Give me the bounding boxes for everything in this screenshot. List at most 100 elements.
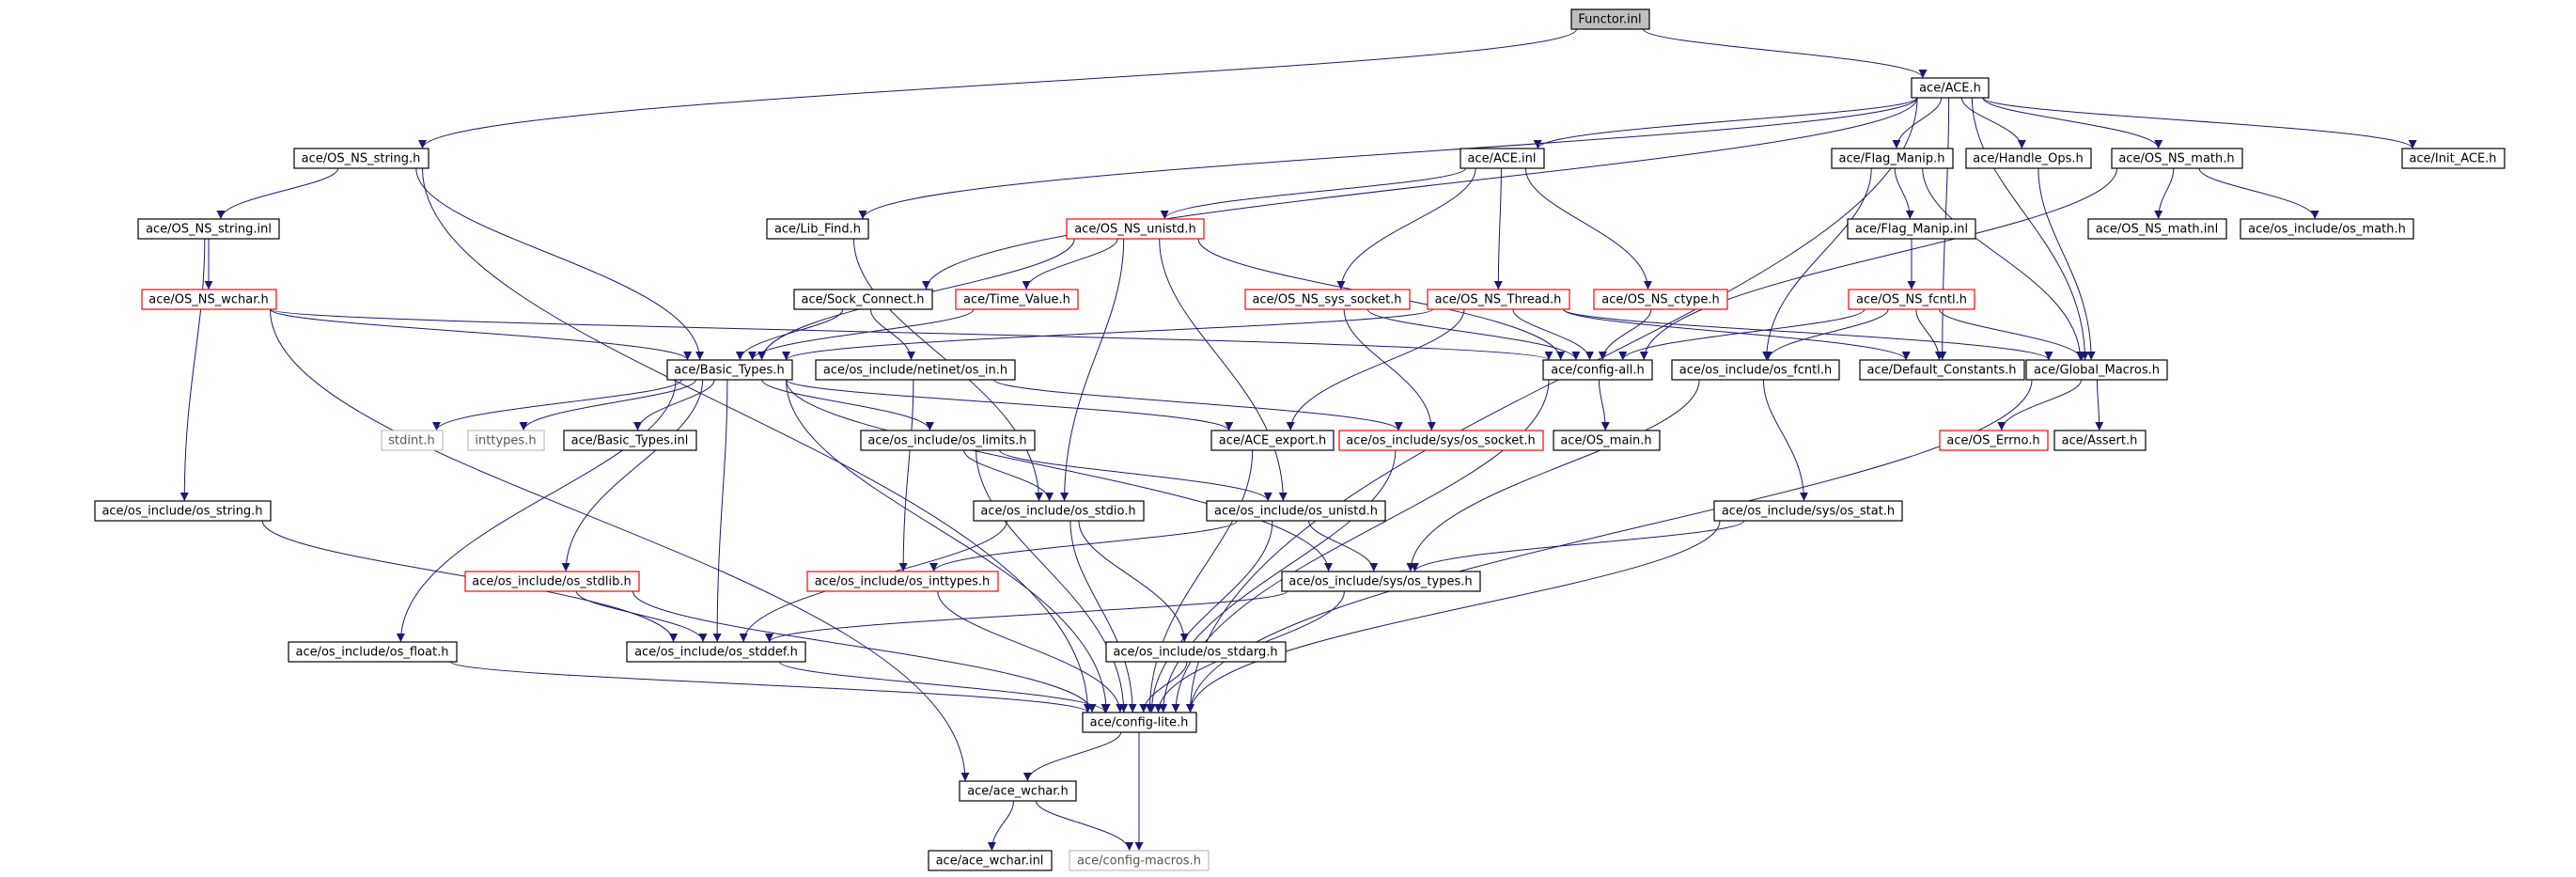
node-init-ace-h[interactable]: ace/Init_ACE.h [2401,148,2506,169]
node-lib-find-h[interactable]: ace/Lib_Find.h [766,218,869,240]
node-label: ace/os_include/sys/os_stat.h [1722,505,1895,519]
node-os-ns-unistd-h[interactable]: ace/OS_NS_unistd.h [1066,218,1205,240]
node-inttypes-h[interactable]: inttypes.h [467,430,545,451]
edge-os-ns-thread-h-to-ace-export-h [1286,308,1465,431]
node-handle-ops-h[interactable]: ace/Handle_Ops.h [1965,148,2092,169]
node-os-ns-wchar-h[interactable]: ace/OS_NS_wchar.h [141,289,277,310]
node-label: ace/os_include/os_float.h [295,646,448,660]
edge-sys-os-types-h-to-os-stddef-h [765,590,1288,643]
node-box [626,641,806,663]
node-sys-os-stat-h[interactable]: ace/os_include/sys/os_stat.h [1713,500,1903,522]
edge-netinet-os-in-h-to-os-inttypes-h [898,379,914,572]
node-os-stddef-h[interactable]: ace/os_include/os_stddef.h [626,641,806,663]
node-config-macros-h[interactable]: ace/config-macros.h [1069,850,1210,871]
node-os-string-h[interactable]: ace/os_include/os_string.h [94,500,272,522]
node-box [1911,77,1990,99]
node-sys-os-socket-h[interactable]: ace/os_include/sys/os_socket.h [1338,430,1544,451]
edge-os-limits-h-to-os-unistd-h [999,449,1272,502]
edge-os-stdlib-h-to-os-stddef-h [575,590,708,643]
node-basic-types-h[interactable]: ace/Basic_Types.h [666,359,793,381]
node-label: ace/Basic_Types.h [674,364,784,378]
edge-os-ns-math-h-to-os-math-h [2198,167,2319,220]
node-os-ns-string-h[interactable]: ace/OS_NS_string.h [293,148,429,169]
node-assert-h[interactable]: ace/Assert.h [2053,430,2147,451]
node-flag-manip-inl[interactable]: ace/Flag_Manip.inl [1847,218,1976,240]
node-os-stdarg-h[interactable]: ace/os_include/os_stdarg.h [1105,641,1287,663]
node-label: ace/config-all.h [1551,364,1645,378]
node-box [2401,148,2506,169]
node-global-macros-h[interactable]: ace/Global_Macros.h [2025,359,2168,381]
node-label: ace/os_include/netinet/os_in.h [823,364,1007,378]
node-os-inttypes-h[interactable]: ace/os_include/os_inttypes.h [806,571,999,592]
node-os-main-h[interactable]: ace/OS_main.h [1553,430,1661,451]
node-box [766,218,869,240]
node-label: ace/os_include/os_fcntl.h [1679,364,1832,378]
edge-sys-os-socket-h-to-config-lite-h [1159,449,1397,713]
node-label: ace/ACE.inl [1467,152,1536,166]
node-box [955,289,1079,310]
node-os-ns-math-inl[interactable]: ace/OS_NS_math.inl [2087,218,2227,240]
node-config-all-h[interactable]: ace/config-all.h [1542,359,1653,381]
node-box [1713,500,1903,522]
edge-os-ns-ctype-h-to-config-all-h [1598,308,1652,361]
node-config-lite-h[interactable]: ace/config-lite.h [1082,712,1197,733]
node-box [1847,218,1976,240]
node-os-ns-fcntl-h[interactable]: ace/OS_NS_fcntl.h [1848,289,1975,310]
node-os-float-h[interactable]: ace/os_include/os_float.h [288,641,458,663]
node-label: ace/OS_NS_math.h [2118,152,2234,166]
node-default-constants-h[interactable]: ace/Default_Constants.h [1859,359,2025,381]
node-os-ns-sys-socket-h[interactable]: ace/OS_NS_sys_socket.h [1244,289,1411,310]
edge-os-stdlib-h-to-config-lite-h [632,590,1097,713]
node-os-stdio-h[interactable]: ace/os_include/os_stdio.h [973,500,1145,522]
node-os-math-h[interactable]: ace/os_include/os_math.h [2240,218,2414,240]
edge-global-macros-h-to-os-errno-h [1997,379,2082,431]
node-basic-types-inl[interactable]: ace/Basic_Types.inl [563,430,697,451]
edge-os-inttypes-h-to-config-lite-h [937,590,1125,713]
edge-os-limits-h-to-config-lite-h [976,449,1129,713]
node-flag-manip-h[interactable]: ace/Flag_Manip.h [1831,148,1954,169]
node-os-fcntl-h[interactable]: ace/os_include/os_fcntl.h [1671,359,1840,381]
node-os-stdlib-h[interactable]: ace/os_include/os_stdlib.h [464,571,640,592]
node-box [1553,430,1661,451]
node-ace-wchar-h[interactable]: ace/ace_wchar.h [959,780,1077,802]
edge-ace-wchar-h-to-ace-wchar-inl [987,800,1014,852]
node-box [959,780,1077,802]
node-os-errno-h[interactable]: ace/OS_Errno.h [1939,430,2049,451]
node-box [1593,289,1728,310]
edge-os-fcntl-h-to-sys-os-types-h [1406,379,1700,572]
node-ace-export-h[interactable]: ace/ACE_export.h [1210,430,1335,451]
edge-sock-connect-h-to-basic-types-h [735,308,844,361]
node-os-ns-thread-h[interactable]: ace/OS_NS_Thread.h [1427,289,1570,310]
node-stdint-h[interactable]: stdint.h [381,430,444,451]
node-functor-inl[interactable]: Functor.inl [1570,8,1650,30]
node-os-unistd-h[interactable]: ace/os_include/os_unistd.h [1206,500,1386,522]
edge-ace-h-to-os-ns-math-h [1982,97,2163,149]
node-time-value-h[interactable]: ace/Time_Value.h [955,289,1079,310]
node-netinet-os-in-h[interactable]: ace/os_include/netinet/os_in.h [815,359,1016,381]
node-box [293,148,429,169]
node-label: ace/OS_main.h [1560,434,1651,448]
node-os-ns-ctype-h[interactable]: ace/OS_NS_ctype.h [1593,289,1728,310]
node-box [137,218,280,240]
node-label: ace/ACE.h [1919,82,1981,96]
node-ace-inl[interactable]: ace/ACE.inl [1460,148,1545,169]
edge-ace-inl-to-os-ns-thread-h [1493,167,1503,290]
node-label: ace/os_include/os_unistd.h [1214,505,1378,519]
node-ace-h[interactable]: ace/ACE.h [1911,77,1990,99]
node-label: ace/os_include/sys/os_socket.h [1346,434,1535,448]
node-box [1965,148,2092,169]
node-os-ns-math-h[interactable]: ace/OS_NS_math.h [2111,148,2243,169]
node-label: ace/Sock_Connect.h [802,293,925,307]
node-box [2025,359,2168,381]
node-sys-os-types-h[interactable]: ace/os_include/sys/os_types.h [1281,571,1481,592]
node-sock-connect-h[interactable]: ace/Sock_Connect.h [793,289,933,310]
edge-os-ns-string-h-to-os-ns-string-inl [216,167,339,220]
node-label: ace/Flag_Manip.h [1839,152,1945,166]
node-label: ace/Lib_Find.h [774,223,861,237]
node-os-limits-h[interactable]: ace/os_include/os_limits.h [860,430,1036,451]
node-box [1281,571,1481,592]
edge-ace-h-to-init-ace-h [1982,97,2417,149]
node-os-ns-string-inl[interactable]: ace/OS_NS_string.inl [137,218,280,240]
node-ace-wchar-inl[interactable]: ace/ace_wchar.inl [928,850,1053,871]
